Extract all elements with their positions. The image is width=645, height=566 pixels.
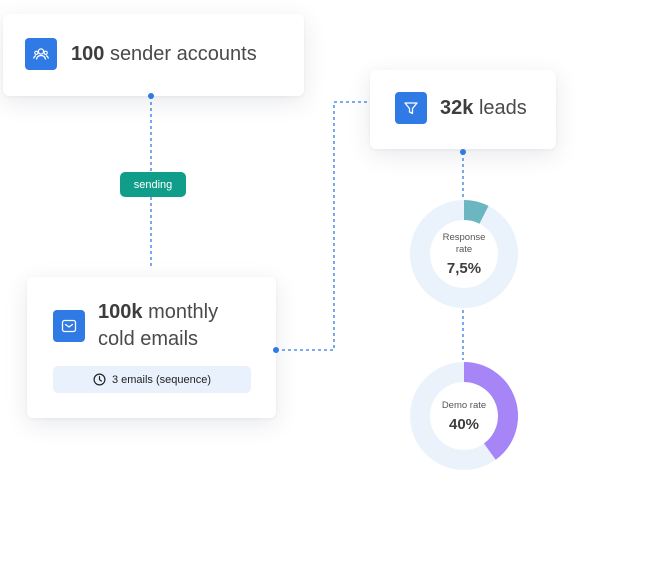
leads-count: 32k [440, 97, 474, 119]
sender-accounts-title: 100 sender accounts [71, 43, 257, 66]
funnel-icon [395, 92, 427, 124]
emails-label-line1: monthly [148, 301, 219, 323]
sender-accounts-card: 100 sender accounts [3, 14, 304, 96]
emails-label-line2: cold emails [98, 328, 199, 350]
envelope-icon [53, 310, 85, 342]
connector-emails-to-leads [276, 101, 370, 351]
response-rate-arc [463, 200, 489, 224]
clock-icon [93, 373, 106, 386]
sequence-label: 3 emails (sequence) [111, 373, 212, 386]
leads-connector-dot [460, 149, 466, 155]
demo-rate-arc [463, 362, 518, 460]
sending-badge-label: sending [133, 178, 173, 191]
cold-emails-title-line2: cold emails [98, 328, 198, 351]
sender-label: sender accounts [109, 43, 257, 65]
response-rate-track [410, 200, 518, 308]
demo-rate-chart: Demo rate 40% [409, 361, 519, 471]
sender-count: 100 [71, 43, 105, 65]
users-icon [25, 38, 57, 70]
cold-emails-title-line1: 100k monthly [98, 301, 218, 324]
sequence-pill: 3 emails (sequence) [53, 366, 251, 393]
emails-count: 100k [98, 301, 143, 323]
cold-emails-card: 100k monthly cold emails 3 emails (seque… [27, 277, 276, 418]
leads-label: leads [478, 97, 527, 119]
leads-title: 32k leads [440, 97, 527, 120]
response-rate-chart: Response rate 7,5% [409, 199, 519, 309]
leads-card: 32k leads [370, 70, 556, 149]
emails-connector-dot [273, 347, 279, 353]
sending-badge: sending [120, 172, 186, 197]
sender-connector-dot [148, 93, 154, 99]
